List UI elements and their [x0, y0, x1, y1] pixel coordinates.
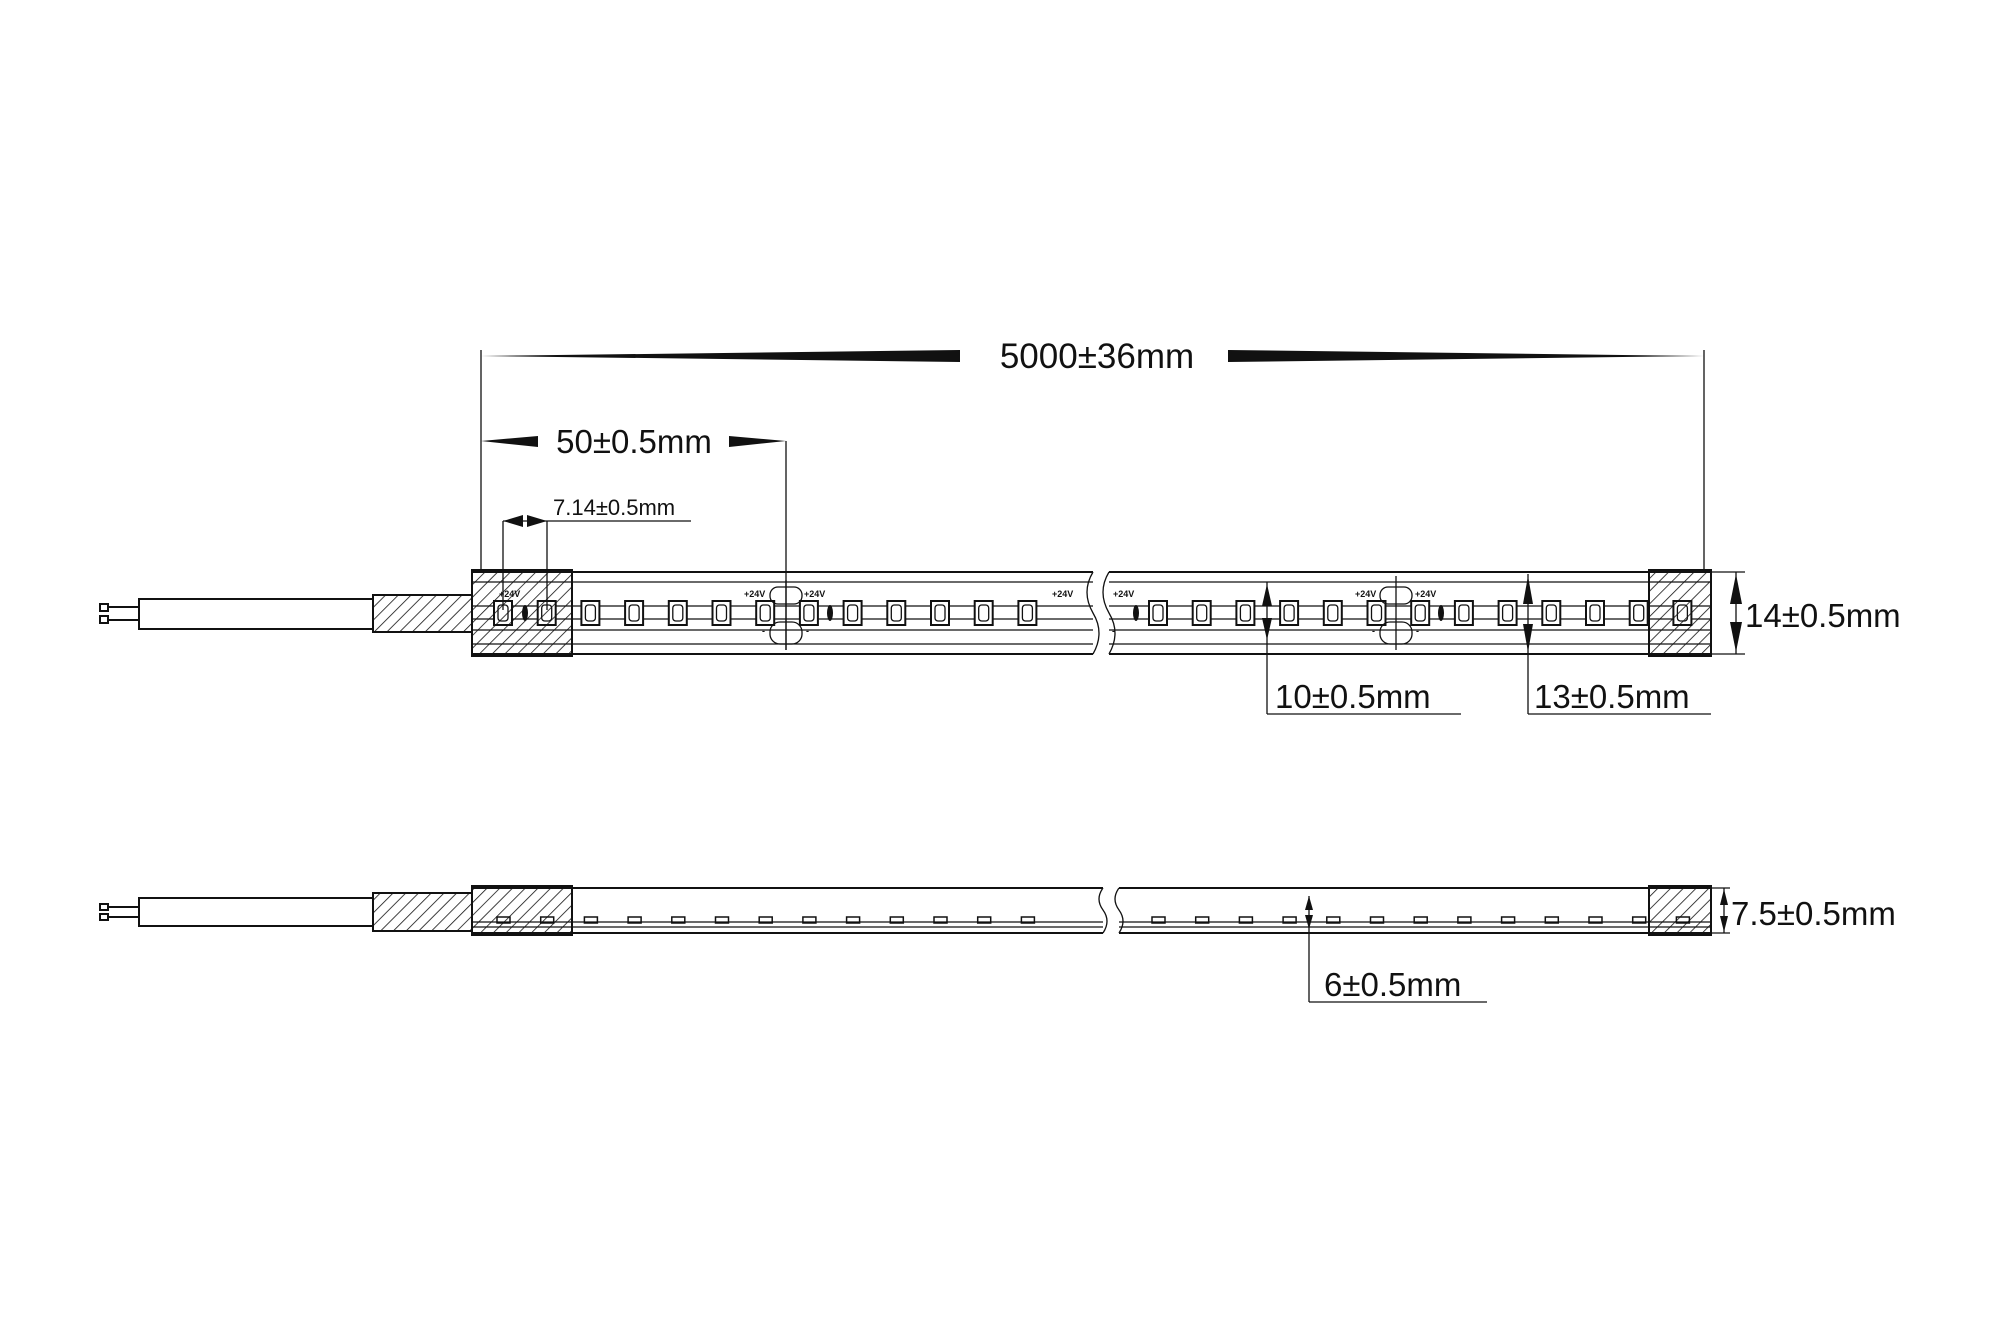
led-chip-side — [1588, 916, 1603, 924]
led-chip — [1148, 600, 1168, 626]
led-chip — [1322, 600, 1343, 626]
cable — [138, 897, 374, 927]
led-chip-side — [1369, 916, 1385, 924]
led-chip-side — [889, 916, 905, 924]
wire-ends — [99, 603, 139, 624]
resistor — [1133, 605, 1139, 621]
led-chip-side — [758, 916, 773, 924]
pcb-marking: +24V — [1052, 589, 1073, 599]
led-chip-side — [583, 916, 599, 924]
led-chip-side — [802, 916, 817, 924]
led-chip — [886, 600, 907, 626]
resistor — [827, 605, 833, 621]
led-pitch-label: 7.14±0.5mm — [553, 495, 675, 520]
dimension-total-length: 5000±36mm — [480, 337, 1705, 570]
resistor — [1438, 605, 1444, 621]
cut-length-label: 50±0.5mm — [556, 423, 712, 460]
pcb-width-label: 10±0.5mm — [1275, 678, 1431, 715]
led-chip — [1410, 600, 1431, 626]
pcb-minus: - — [806, 626, 809, 636]
led-chip-side — [1631, 916, 1647, 924]
led-chip — [580, 600, 601, 626]
inner-height-label: 6±0.5mm — [1324, 966, 1461, 1003]
led-chip — [798, 600, 819, 626]
led-chip-side — [845, 916, 861, 924]
led-chip — [711, 600, 732, 626]
pcb-minus: - — [1112, 626, 1115, 636]
led-chip — [842, 600, 863, 626]
led-chip-side — [1238, 916, 1254, 924]
dimension-pcb-width: 10±0.5mm — [1262, 582, 1461, 715]
led-chip — [1017, 600, 1038, 626]
pcb-minus: - — [1416, 626, 1419, 636]
led-chip — [1366, 600, 1387, 626]
wire-ends — [99, 903, 139, 921]
dimension-width: 14±0.5mm — [1711, 571, 1901, 655]
led-chip-side — [1020, 916, 1036, 924]
led-chip — [1541, 600, 1562, 626]
led-chip-side — [1500, 916, 1516, 924]
led-chip-side — [1544, 916, 1560, 924]
led-chip — [973, 600, 994, 626]
pcb-minus: - — [1372, 626, 1375, 636]
led-chip — [755, 600, 776, 626]
end-cap-left — [471, 885, 573, 936]
cable-ferrule — [372, 594, 473, 633]
led-chip — [1628, 600, 1649, 626]
led-chip-side — [627, 916, 642, 924]
cut-mark-right — [1379, 576, 1413, 650]
pcb-marking: +24V — [744, 589, 765, 599]
width-label: 14±0.5mm — [1745, 597, 1901, 634]
pcb-marking: +24V — [804, 589, 825, 599]
led-chip — [624, 600, 645, 626]
led-chip-side — [1457, 916, 1472, 924]
side-view: 7.5±0.5mm 6±0.5mm — [99, 885, 1896, 1003]
led-chip-side — [1194, 916, 1210, 924]
led-chip-side — [1151, 916, 1166, 924]
led-chip — [1585, 600, 1605, 626]
led-chip — [1279, 600, 1300, 626]
end-cap-right — [1648, 569, 1712, 657]
pcb-marking: +24V — [1355, 589, 1376, 599]
cable — [138, 598, 374, 630]
led-chip — [930, 600, 950, 626]
led-chip-side — [671, 916, 686, 924]
strip-profile-right — [1114, 887, 1712, 934]
top-view: +24V +24V +24V +24V +24V +24V +24V - - -… — [99, 337, 1901, 715]
end-cap-left — [471, 569, 573, 657]
pcb-minus: - — [762, 626, 765, 636]
strip-profile-left — [472, 887, 1108, 934]
dimension-led-pitch: 7.14±0.5mm — [502, 495, 691, 610]
led-chip — [1235, 600, 1256, 626]
led-chip — [1497, 600, 1518, 626]
dimension-cut-length: 50±0.5mm — [481, 423, 787, 650]
dimension-height: 7.5±0.5mm — [1711, 887, 1896, 934]
cable-ferrule — [372, 892, 473, 932]
end-cap-right — [1648, 885, 1712, 936]
led-chip-side — [1282, 916, 1297, 924]
pcb-marking: +24V — [1415, 589, 1436, 599]
led-chip-side — [1413, 916, 1428, 924]
led-chip-side — [976, 916, 992, 924]
led-chip — [1191, 600, 1212, 626]
dimension-inner-width: 13±0.5mm — [1523, 574, 1711, 715]
led-chip-side — [1326, 916, 1341, 924]
height-label: 7.5±0.5mm — [1731, 895, 1896, 932]
inner-width-label: 13±0.5mm — [1534, 678, 1690, 715]
total-length-label: 5000±36mm — [1000, 337, 1194, 376]
led-chip-side — [933, 916, 948, 924]
dimension-inner-height: 6±0.5mm — [1305, 896, 1487, 1003]
led-chip-side — [714, 916, 730, 924]
pcb-marking: +24V — [1113, 589, 1134, 599]
led-chip — [1453, 600, 1474, 626]
led-chip — [667, 600, 688, 626]
